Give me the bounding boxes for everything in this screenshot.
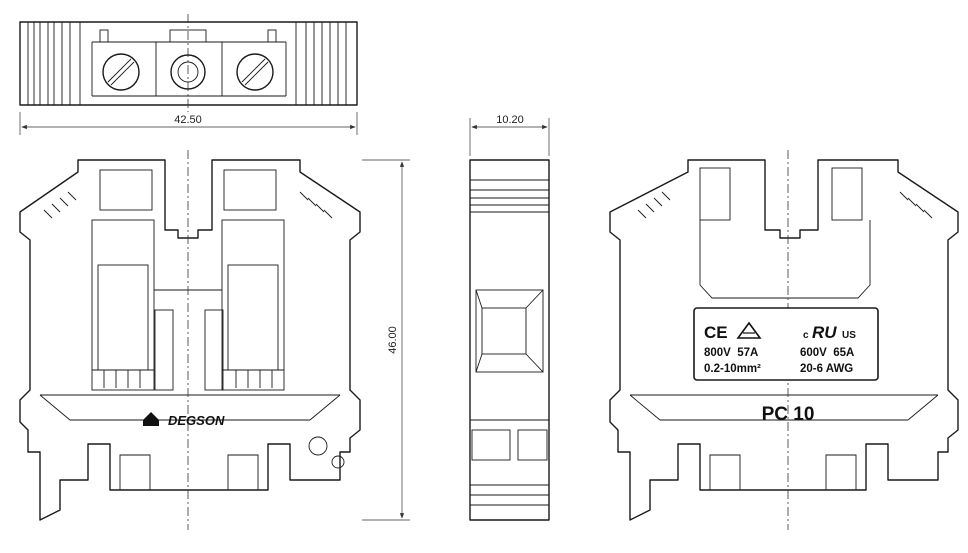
terminal-screw-left — [102, 53, 140, 91]
iec-wire-range: 0.2-10mm² — [704, 363, 761, 375]
top-view — [19, 14, 358, 112]
width-front-value: 42.50 — [174, 114, 202, 126]
degson-logo-icon — [143, 412, 159, 426]
ul-voltage-current: 600V 65A — [800, 347, 854, 359]
rating-label-box: CE c RU US 800V 57A 0.2-10mm² 600V 65A 2… — [693, 307, 879, 381]
front-view: DEGSON — [19, 150, 361, 530]
dimension-width-front: 42.50 — [19, 112, 358, 135]
brand-label: DEGSON — [168, 413, 225, 428]
dimension-height: 46.00 — [362, 159, 410, 521]
width-side-value: 10.20 — [496, 114, 524, 126]
rear-view: CE c RU US 800V 57A 0.2-10mm² 600V 65A 2… — [609, 150, 959, 530]
iec-voltage-current: 800V 57A — [704, 347, 758, 359]
height-value: 46.00 — [387, 326, 399, 354]
ul-prefix: c — [803, 330, 809, 341]
dimension-width-side: 10.20 — [469, 114, 550, 156]
ul-mark: RU — [812, 323, 837, 342]
ul-recognized-icon: c RU US — [803, 323, 856, 342]
side-view — [469, 159, 550, 521]
terminal-screw-right — [236, 53, 274, 91]
vde-triangle-icon — [736, 321, 762, 339]
model-label: PC 10 — [762, 404, 815, 425]
ce-mark-icon: CE — [704, 323, 728, 342]
ul-wire-range: 20-6 AWG — [800, 363, 853, 375]
ul-suffix: US — [842, 330, 856, 341]
